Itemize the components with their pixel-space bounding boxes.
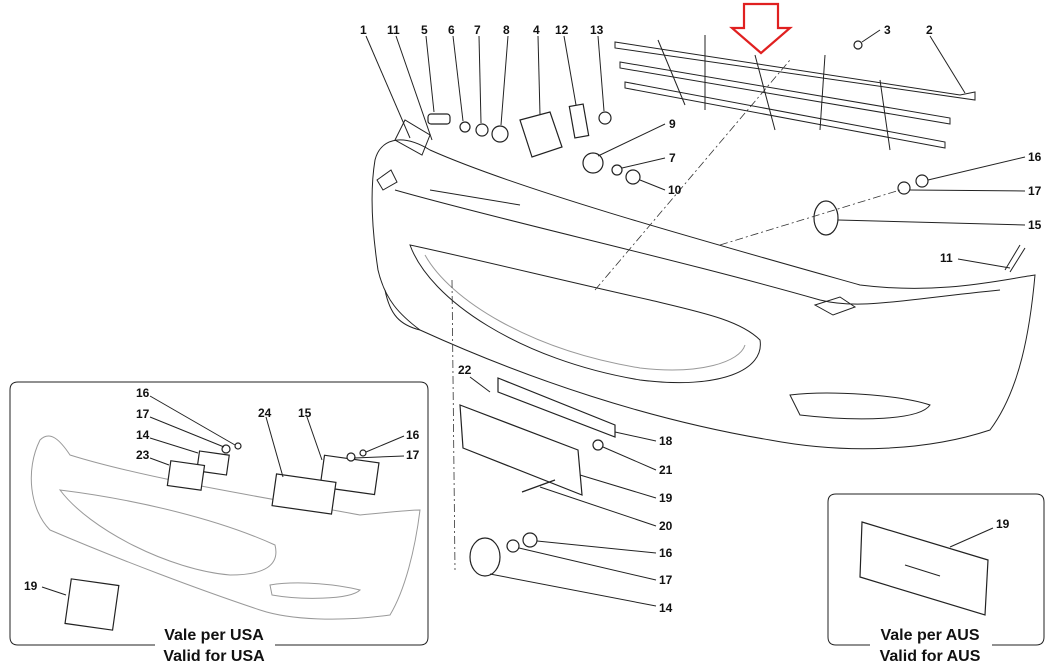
part-label: 17 [1028,184,1042,198]
part-label: 19 [659,491,673,505]
part-label: 15 [298,406,312,420]
part-label: 22 [458,363,472,377]
part-label: 19 [996,517,1010,531]
front-bumper-drawing [371,119,1036,450]
part-label: 3 [884,23,891,37]
leader-lines [365,29,1026,607]
part-label: 9 [669,117,676,131]
part-label: 11 [387,23,400,37]
part-label: 16 [1028,150,1042,164]
part-label: 17 [659,573,673,587]
usa-caption-en: Valid for USA [163,648,265,665]
grille-drawing [614,35,976,151]
usa-inset: 16 17 14 23 24 15 16 17 19 Vale per USA … [9,381,429,665]
part-label: 8 [503,23,510,37]
hardware-parts [427,40,929,577]
usa-caption-it: Vale per USA [164,627,264,644]
part-label: 7 [669,151,676,165]
aus-inset: 19 Vale per AUS Valid for AUS [827,493,1045,665]
part-label: 5 [421,23,428,37]
part-label: 24 [258,406,272,420]
part-label: 19 [24,579,38,593]
part-label: 20 [659,519,673,533]
part-label: 10 [668,183,682,197]
aus-caption-en: Valid for AUS [880,648,981,665]
part-label: 14 [136,428,150,442]
part-label: 15 [1028,218,1042,232]
part-label: 18 [659,434,673,448]
part-label: 14 [659,601,673,615]
part-label: 2 [926,23,933,37]
part-label: 6 [448,23,455,37]
part-label: 12 [555,23,569,37]
main-part-labels: 1 11 5 6 7 8 4 12 13 3 2 9 7 10 16 17 15… [360,23,1042,615]
part-label: 16 [136,386,150,400]
part-label: 7 [474,23,481,37]
part-label: 11 [940,251,953,265]
part-label: 23 [136,448,150,462]
part-label: 16 [659,546,673,560]
part-label: 17 [136,407,150,421]
aus-caption-it: Vale per AUS [880,627,979,644]
part-label: 4 [533,23,540,37]
part-label: 13 [590,23,604,37]
part-label: 16 [406,428,420,442]
part-label: 1 [360,23,367,37]
highlight-arrow-icon [729,2,793,55]
part-label: 17 [406,448,420,462]
part-label: 21 [659,463,673,477]
